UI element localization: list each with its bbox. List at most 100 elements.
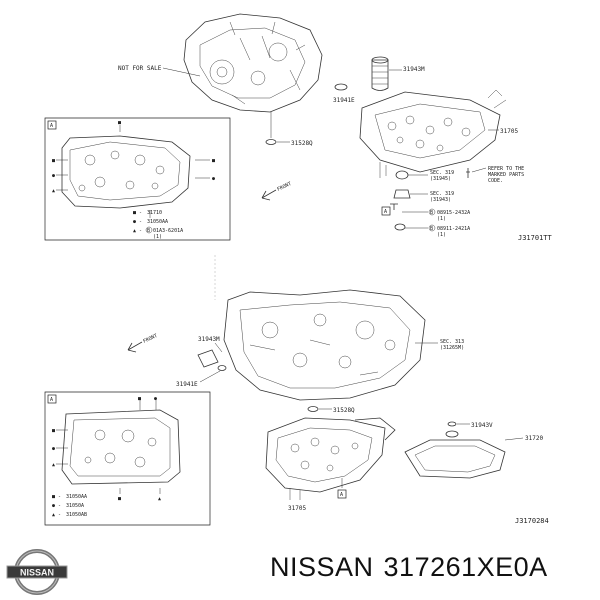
sec-319b-label: SEC. 319 — [430, 191, 454, 197]
part-number: 317261XE0A — [383, 552, 548, 582]
legend-sep: - — [58, 494, 61, 500]
legend-qty: (1) — [153, 234, 162, 240]
svg-text:▲: ▲ — [158, 496, 161, 502]
seal-31528q-bottom — [307, 406, 319, 412]
bolt1-qty: (1) — [437, 216, 446, 222]
svg-text:●: ● — [212, 176, 215, 182]
bolt1-circle — [428, 208, 436, 216]
svg-text:■: ■ — [212, 158, 215, 164]
part-31528q-label: 31528Q — [291, 140, 313, 147]
inset-box-bottom: A ■ ● ▲ ■ ● ■ ▲ — [44, 391, 211, 526]
marker-a-bottom: A — [340, 492, 343, 498]
svg-text:■: ■ — [52, 158, 55, 164]
svg-text:●: ● — [154, 396, 157, 402]
bolt2-circled-letter: B — [430, 226, 433, 232]
marker-a-top-box — [381, 206, 391, 216]
part-31720-label: 31720 — [525, 435, 543, 442]
part-31943m-bottom-label: 31943M — [198, 336, 220, 343]
brand-name: NISSAN — [270, 552, 374, 582]
sec-313-sub: (31265M) — [440, 345, 464, 351]
sec-319a-label: SEC. 319 — [430, 170, 454, 176]
transmission-case-top — [183, 13, 323, 113]
figure-code-top: J31701TT — [518, 234, 553, 242]
part-31941e-bottom-label: 31941E — [176, 381, 198, 388]
logo-text: NISSAN — [20, 568, 54, 578]
bolt2-circle — [428, 224, 436, 232]
bolt2-qty: (1) — [437, 232, 446, 238]
transmission-case-bottom — [223, 289, 426, 401]
ring-31941e — [334, 83, 348, 91]
front-label-top: FRONT — [276, 181, 292, 193]
oil-filter-31943m — [371, 56, 389, 91]
part-31941e-label: 31941E — [333, 97, 355, 104]
legend-part: 31050A — [66, 503, 84, 509]
legend-sep: - — [58, 512, 61, 518]
legend-part: 31050AA — [66, 494, 87, 500]
seal-31528q — [265, 139, 277, 145]
refer-note-line3: CODE. — [488, 178, 503, 184]
filter-31943m-bottom — [197, 349, 219, 368]
legend-marker: ■ — [52, 494, 55, 500]
svg-text:■: ■ — [52, 428, 55, 434]
legend-part: 31050AA — [147, 219, 168, 225]
sec-319b-sub: (31943) — [430, 197, 451, 203]
sec-319a-sub: (31945) — [430, 176, 451, 182]
legend-sep: - — [139, 219, 142, 225]
legend-part: 31050AB — [66, 512, 87, 518]
inset-top-box-label: A — [50, 123, 53, 129]
svg-text:●: ● — [52, 173, 55, 179]
product-title: NISSAN 317261XE0A — [270, 552, 558, 583]
front-label-bottom: FRONT — [142, 333, 158, 345]
svg-text:▲: ▲ — [52, 188, 55, 194]
part-31705-label: 31705 — [500, 128, 518, 135]
bolt1-circled-letter: B — [430, 210, 433, 216]
front-arrow-bottom: FRONT — [127, 333, 158, 353]
inset-legend-bottom: ■ - 31050AA ● - 31050A ▲ - 31050AB — [52, 494, 87, 518]
bolt-08911-icon — [394, 223, 406, 231]
inset-box-top: A ■ ● ▲ ■ ● ■ — [44, 117, 231, 241]
legend-marker: ● — [133, 219, 136, 225]
svg-text:▲: ▲ — [52, 462, 55, 468]
svg-text:●: ● — [52, 446, 55, 452]
legend-part: 31710 — [147, 210, 162, 216]
bolt1-part-label: 08915-2432A — [437, 210, 470, 216]
legend-marker: ▲ — [52, 512, 55, 518]
figure-code-bottom: J3170284 — [515, 517, 549, 525]
part-31943m-label: 31943M — [403, 66, 425, 73]
part-31528q-bottom-label: 31528Q — [333, 407, 355, 414]
svg-text:■: ■ — [138, 396, 141, 402]
inset-bottom-box-label: A — [50, 397, 53, 403]
part-31705-bottom-label: 31705 — [288, 505, 306, 512]
bolt-08915-icon — [390, 203, 398, 210]
bolt2-part-label: 08911-2421A — [437, 226, 470, 232]
not-for-sale-label: NOT FOR SALE — [118, 65, 162, 72]
marker-a-bottom-box — [337, 489, 347, 499]
front-arrow-top: FRONT — [261, 181, 292, 201]
part-31943v-label: 31943V — [471, 422, 493, 429]
legend-sep: - — [58, 503, 61, 509]
refer-note-line1: REFER TO THE — [488, 166, 524, 172]
strainer-31720 — [404, 430, 506, 479]
sec-313-label: SEC. 313 — [440, 339, 464, 345]
legend-marker: ▲ — [133, 228, 136, 234]
nissan-logo: NISSAN — [6, 549, 68, 595]
legend-marker: ■ — [133, 210, 136, 216]
legend-marker: ● — [52, 503, 55, 509]
refer-bolt-icon — [466, 168, 470, 178]
ring-31943v — [447, 421, 457, 427]
marker-a-top: A — [384, 209, 387, 215]
legend-circled: B — [147, 228, 150, 234]
top-diagram: NOT FOR SALE 31528Q 31943M 31941E — [44, 13, 553, 242]
bottom-diagram: SEC. 313 (31265M) FRONT 31943M 31941E 31… — [44, 289, 549, 526]
sensor-31945 — [395, 170, 409, 180]
ring-31941e-bottom — [217, 365, 227, 371]
legend-part: 01A3-6201A — [153, 228, 183, 234]
legend-sep: - — [139, 228, 142, 234]
control-valve-bottom — [265, 417, 396, 500]
connector-31943 — [393, 189, 411, 199]
refer-note-line2: MARKED PARTS — [488, 172, 524, 178]
control-valve-31705 — [359, 89, 507, 178]
legend-sep: - — [139, 210, 142, 216]
svg-text:■: ■ — [118, 120, 121, 126]
